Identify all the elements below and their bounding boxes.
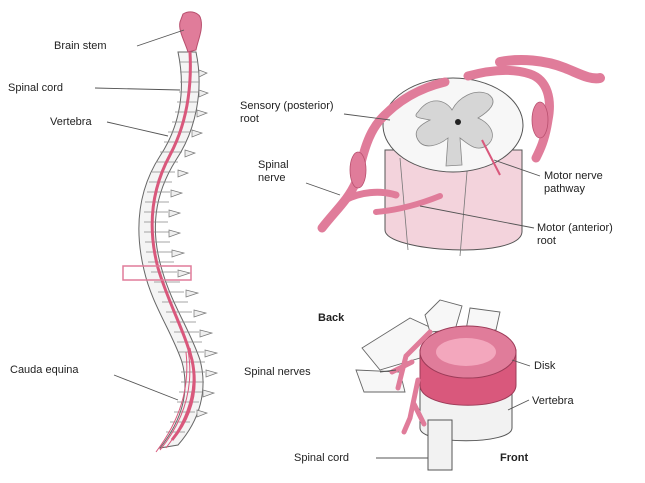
label-spinal-cord-left: Spinal cord	[8, 82, 63, 94]
label-spinal-nerve-line2: nerve	[258, 172, 286, 184]
spinal-column-illustration	[123, 12, 217, 452]
label-motor-root-line1: Motor (anterior)	[537, 222, 613, 234]
label-sensory-root-line2: root	[240, 113, 259, 125]
vertebra-disk-illustration	[356, 300, 516, 470]
label-spinal-nerve-line1: Spinal	[258, 159, 289, 171]
label-vertebra-left: Vertebra	[50, 116, 92, 128]
label-back: Back	[318, 312, 344, 324]
label-motor-root-line2: root	[537, 235, 556, 247]
label-cauda-equina: Cauda equina	[10, 364, 79, 376]
label-motor-pathway-line1: Motor nerve	[544, 170, 603, 182]
label-vertebra-right: Vertebra	[532, 395, 574, 407]
label-motor-pathway-line2: pathway	[544, 183, 585, 195]
label-spinal-nerves: Spinal nerves	[244, 366, 311, 378]
label-front: Front	[500, 452, 528, 464]
label-disk: Disk	[534, 360, 555, 372]
label-sensory-root-line1: Sensory (posterior)	[240, 100, 334, 112]
label-spinal-cord-bottom: Spinal cord	[294, 452, 349, 464]
label-brain-stem: Brain stem	[54, 40, 107, 52]
